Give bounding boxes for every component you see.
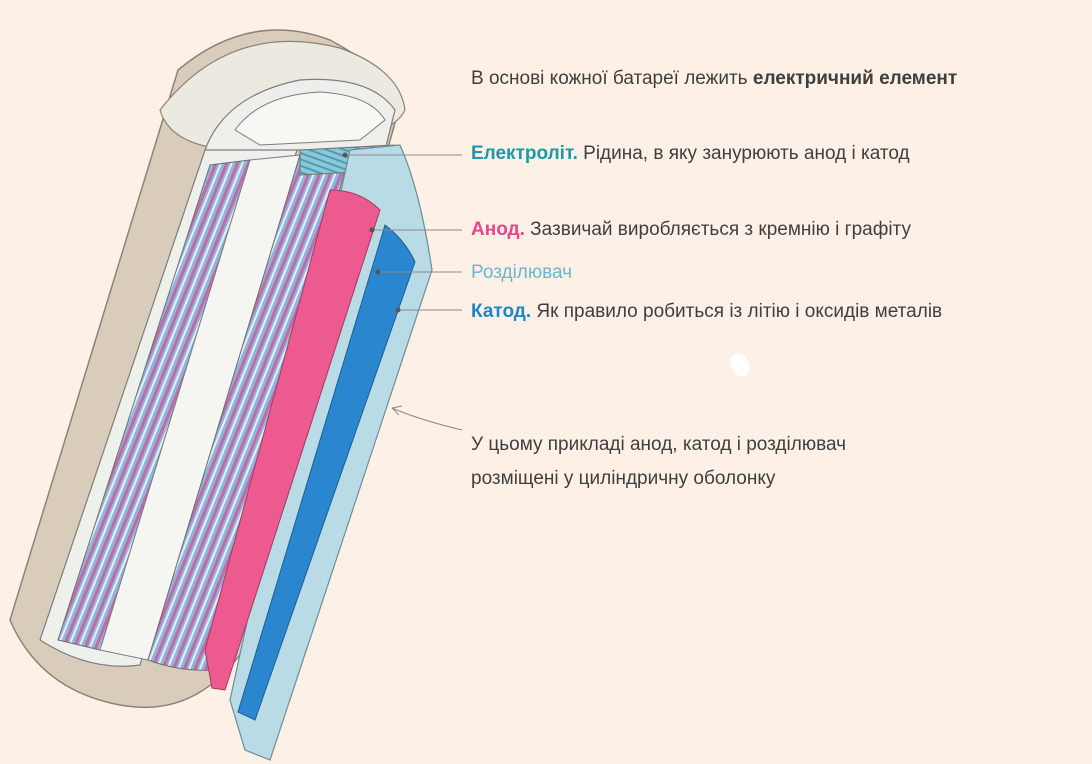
electrolyte-text: Рідина, в яку занурюють анод і катод (578, 143, 910, 164)
anode-term: Анод. (471, 219, 525, 240)
shell-note: У цьому прикладі анод, катод і розділюва… (471, 428, 951, 496)
cathode-text: Як правило робиться із літію і оксидів м… (531, 301, 942, 322)
cathode-dot (396, 308, 401, 313)
electrolyte-label: Електроліт. Рідина, в яку занурюють анод… (471, 142, 910, 166)
anode-label: Анод. Зазвичай виробляється з кремнію і … (471, 218, 911, 242)
anode-dot (370, 228, 375, 233)
intro-bold: електричний елемент (753, 68, 957, 89)
anode-text: Зазвичай виробляється з кремнію і графіт… (525, 219, 911, 240)
note-line-1: У цьому прикладі анод, катод і розділюва… (471, 434, 846, 455)
separator-dot (376, 270, 381, 275)
electrolyte-term: Електроліт. (471, 143, 578, 164)
electrolyte-dot (343, 153, 348, 158)
cathode-label: Катод. Як правило робиться із літію і ок… (471, 300, 942, 324)
intro-text: В основі кожної батареї лежить (471, 68, 753, 89)
intro-label: В основі кожної батареї лежить електричн… (471, 67, 957, 91)
note-line-2: розміщені у циліндричну оболонку (471, 468, 775, 489)
cathode-term: Катод. (471, 301, 531, 322)
separator-label: Розділювач (471, 261, 572, 285)
separator-term: Розділювач (471, 262, 572, 283)
white-marker (727, 350, 753, 379)
shell-arrow (392, 408, 462, 430)
